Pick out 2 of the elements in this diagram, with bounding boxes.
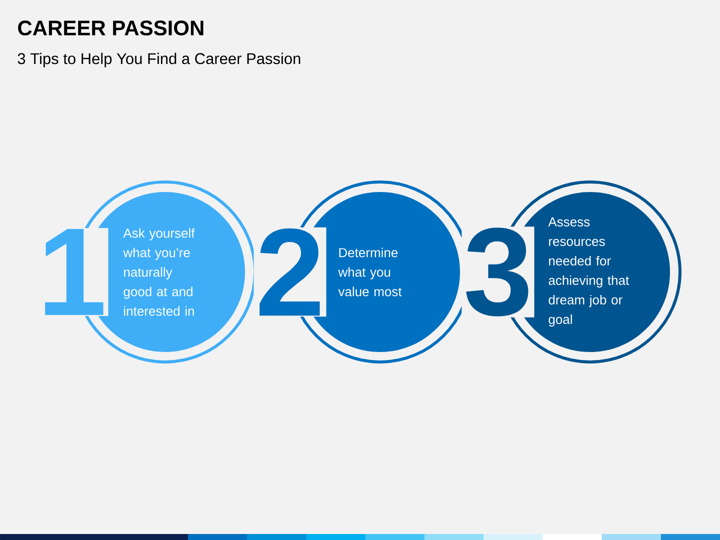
subtitle: 3 Tips to Help You Find a Career Passion (18, 52, 300, 68)
title: CAREER PASSION (18, 20, 204, 36)
